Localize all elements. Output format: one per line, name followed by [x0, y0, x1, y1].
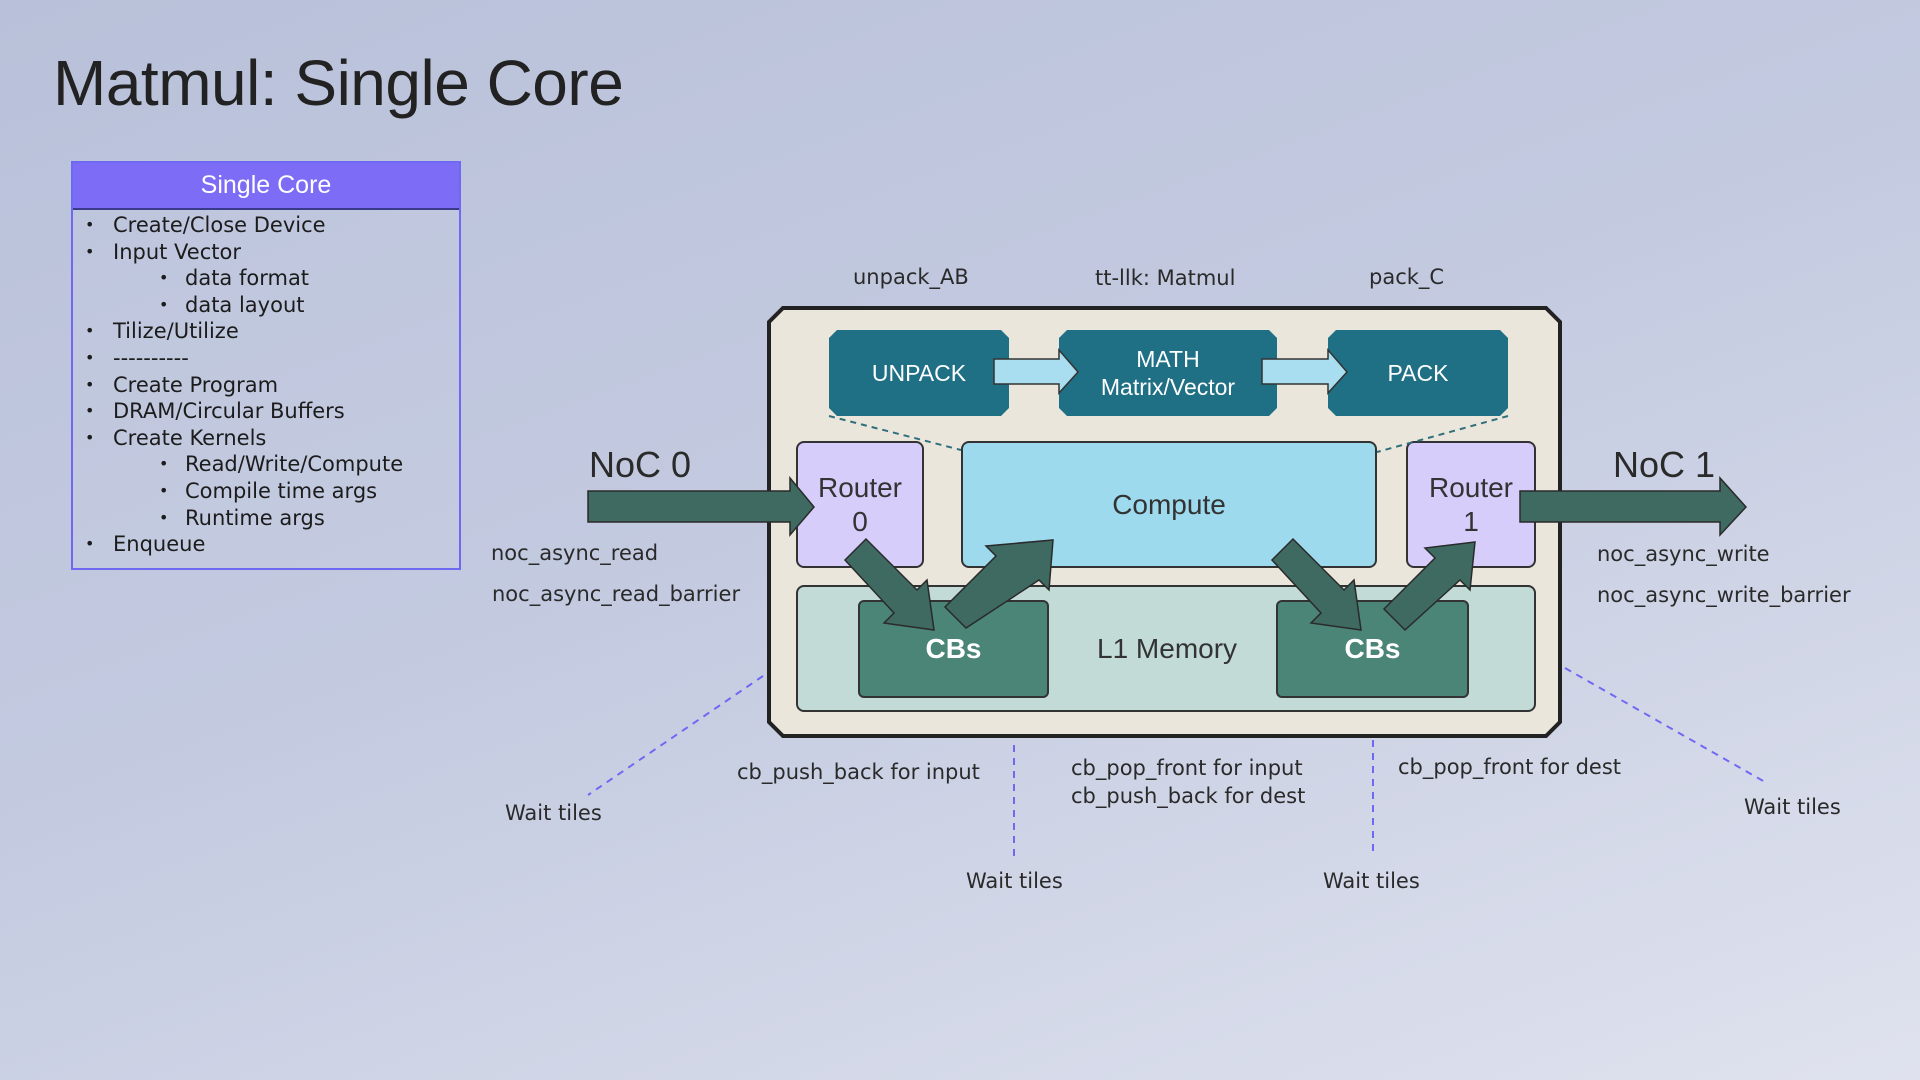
- unpack-compute-dashed-line: [828, 415, 962, 451]
- l1-memory-label: L1 Memory: [1097, 633, 1238, 664]
- single-core-panel: Single Core Create/Close Device Input Ve…: [71, 161, 461, 570]
- router-0-label: Router: [817, 471, 903, 503]
- cb-block-dest: CBs: [1276, 600, 1469, 698]
- unpack-ab-label: unpack_AB: [853, 265, 969, 289]
- list-item: ----------: [73, 345, 459, 372]
- cb-pop-front-dest-label: cb_pop_front for dest: [1398, 755, 1621, 779]
- cb-push-back-input-label: cb_push_back for input: [737, 760, 980, 784]
- page-title: Matmul: Single Core: [53, 47, 624, 119]
- noc-async-read-barrier-label: noc_async_read_barrier: [492, 582, 741, 606]
- list-subitem: data layout: [73, 292, 459, 319]
- compute-to-cb-arrow: [1270, 537, 1362, 631]
- pack-compute-dashed-line: [1376, 415, 1509, 453]
- cb-to-compute-arrow: [943, 539, 1054, 629]
- noc0-arrow: [587, 475, 815, 538]
- cb-push-back-dest-label: cb_push_back for dest: [1071, 784, 1306, 808]
- wait-tiles-label-center-left: Wait tiles: [966, 869, 1063, 893]
- list-item: Enqueue: [73, 531, 459, 558]
- cb-dest-label: CBs: [1344, 633, 1401, 664]
- list-subitem: data format: [73, 265, 459, 292]
- router-1-index: 1: [1463, 505, 1479, 537]
- unpack-stage: UNPACK: [829, 330, 1009, 416]
- math-sub-label: Matrix/Vector: [1100, 374, 1236, 400]
- noc0-label: NoC 0: [589, 444, 692, 485]
- list-subitem: Runtime args: [73, 505, 459, 532]
- compute-label: Compute: [1112, 488, 1226, 520]
- noc-async-read-label: noc_async_read: [491, 541, 659, 565]
- list-subitem: Read/Write/Compute: [73, 451, 459, 478]
- wait-tiles-callout-left: [587, 675, 764, 796]
- list-item: Tilize/Utilize: [73, 318, 459, 345]
- steps-list: Create/Close Device Input Vector data fo…: [73, 210, 459, 558]
- unpack-label: UNPACK: [871, 359, 967, 386]
- pack-stage: PACK: [1328, 330, 1508, 416]
- list-item: Input Vector: [73, 239, 459, 266]
- noc1-arrow: [1519, 476, 1748, 537]
- router0-to-cb-arrow: [843, 537, 935, 631]
- tt-llk-matmul-label: tt-llk: Matmul: [1095, 266, 1236, 290]
- cb-input-label: CBs: [925, 633, 982, 664]
- list-subitem: Compile time args: [73, 478, 459, 505]
- list-item: Create Kernels: [73, 425, 459, 452]
- noc-async-write-barrier-label: noc_async_write_barrier: [1597, 583, 1851, 607]
- router-1-label: Router: [1428, 471, 1514, 503]
- pack-c-label: pack_C: [1369, 265, 1445, 289]
- math-to-pack-arrow: [1261, 347, 1349, 395]
- noc1-label: NoC 1: [1613, 444, 1716, 485]
- wait-tiles-label-left: Wait tiles: [505, 801, 602, 825]
- wait-tiles-label-right: Wait tiles: [1744, 795, 1841, 819]
- math-stage: MATH Matrix/Vector: [1059, 330, 1277, 416]
- noc-async-write-label: noc_async_write: [1597, 542, 1770, 566]
- cb-pop-front-input-label: cb_pop_front for input: [1071, 756, 1303, 780]
- core-outline: [767, 306, 1562, 738]
- unpack-to-math-arrow: [993, 347, 1080, 395]
- list-item: Create Program: [73, 372, 459, 399]
- cb-to-router1-arrow: [1382, 541, 1476, 632]
- panel-header: Single Core: [73, 163, 459, 210]
- list-item: Create/Close Device: [73, 212, 459, 239]
- math-label: MATH: [1136, 346, 1200, 372]
- pack-label: PACK: [1387, 359, 1449, 386]
- wait-tiles-label-center-right: Wait tiles: [1323, 869, 1420, 893]
- list-item: DRAM/Circular Buffers: [73, 398, 459, 425]
- router-0-index: 0: [852, 505, 868, 537]
